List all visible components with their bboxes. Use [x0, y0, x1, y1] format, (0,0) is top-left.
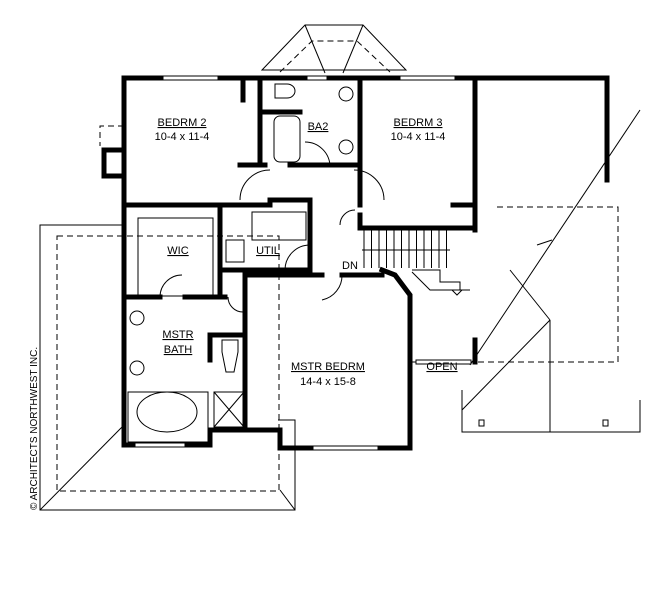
doors: [159, 141, 385, 313]
stairs: [362, 230, 470, 296]
roof-left: [39, 224, 296, 511]
mstr-bath-label-2: BATH: [164, 344, 193, 356]
bay-roof: [260, 24, 408, 74]
fixtures: [127, 83, 354, 443]
mstr-bedrm-size: 14-4 x 15-8: [300, 376, 356, 388]
wic-label: WIC: [167, 245, 188, 257]
chimney: [99, 125, 127, 179]
bedrm2-size: 10-4 x 11-4: [155, 131, 210, 143]
roof-right: [461, 109, 641, 433]
stair-down-label: DN: [342, 260, 358, 272]
util-label: UTIL: [256, 245, 280, 257]
bedrm3-size: 10-4 x 11-4: [391, 131, 446, 143]
ba2-label: BA2: [308, 121, 329, 133]
copyright-text: © ARCHITECTS NORTHWEST INC.: [29, 347, 40, 510]
bedrm2-label: BEDRM 2: [158, 117, 207, 129]
mstr-bedrm-label: MSTR BEDRM: [291, 361, 365, 373]
open-label: OPEN: [426, 361, 457, 373]
bedrm3-label: BEDRM 3: [394, 117, 443, 129]
windows: [134, 75, 472, 451]
mstr-bath-label-1: MSTR: [162, 329, 193, 341]
